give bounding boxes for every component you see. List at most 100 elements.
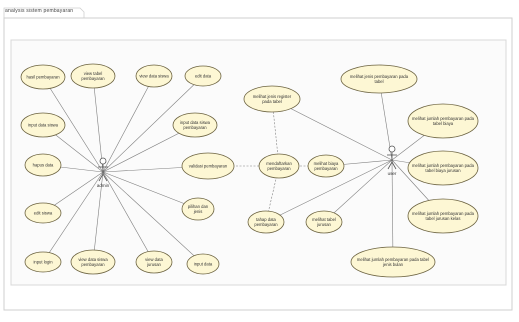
use-case-ellipse bbox=[407, 103, 479, 139]
use-case-label-line: hapus data bbox=[33, 162, 54, 167]
use-case-u4[interactable]: edit data bbox=[184, 65, 222, 87]
use-case-label-line: tahap data bbox=[256, 217, 276, 222]
use-case-ellipse bbox=[181, 152, 235, 180]
actor-admin[interactable]: admin bbox=[97, 157, 110, 188]
use-case-label-line: melihat jumlah pembayaran pada bbox=[412, 163, 475, 168]
use-case-u5[interactable]: input data siswa bbox=[20, 112, 66, 138]
use-case-ellipse bbox=[70, 249, 116, 275]
use-case-ellipse bbox=[181, 197, 215, 221]
use-case-ellipse bbox=[305, 210, 343, 234]
use-case-label-line: mendaftarkan bbox=[266, 161, 292, 166]
actor-right-leg bbox=[102, 173, 108, 182]
actor-left-leg bbox=[387, 161, 393, 170]
association-line bbox=[42, 171, 104, 263]
use-case-label-line: pembayaran bbox=[81, 76, 105, 81]
actors: admin user bbox=[97, 145, 397, 188]
use-case-label-line: melihat biaya bbox=[314, 161, 339, 166]
use-case-label-line: melihat jenis pembayaran pada bbox=[350, 74, 409, 79]
use-case-ellipse bbox=[407, 198, 479, 234]
association-line bbox=[92, 75, 104, 173]
use-case-label-line: pembayaran bbox=[314, 166, 338, 171]
actor-head bbox=[99, 157, 107, 165]
use-case-label-line: tabel jurusan kelas bbox=[426, 216, 461, 221]
use-case-ellipse bbox=[135, 64, 173, 88]
use-case-label-line: validasi pembayaran bbox=[189, 163, 228, 168]
use-case-label-line: edit data bbox=[195, 73, 212, 78]
use-case-u12[interactable]: input data bbox=[186, 253, 220, 275]
actor-right-leg bbox=[391, 161, 397, 170]
use-case-label-line: view data siswa bbox=[139, 73, 169, 78]
association-line bbox=[102, 75, 204, 173]
use-case-ellipse bbox=[70, 63, 116, 89]
use-case-ellipse bbox=[258, 153, 300, 179]
use-case-u9[interactable]: input login bbox=[24, 251, 62, 273]
actor-label: admin bbox=[97, 183, 110, 188]
use-case-ellipse bbox=[307, 154, 345, 178]
use-case-label-line: tabel bbox=[374, 79, 383, 84]
association-line bbox=[102, 171, 199, 210]
association-line bbox=[265, 159, 393, 223]
use-case-u7[interactable]: hapus data bbox=[24, 153, 62, 177]
association-line bbox=[92, 171, 104, 263]
use-case-u8[interactable]: edit siswa bbox=[24, 202, 62, 224]
use-case-ellipse bbox=[350, 246, 436, 278]
frame-title: analysis sistem pembayaran bbox=[5, 8, 74, 14]
actor-head bbox=[388, 145, 396, 153]
use-case-label-line: jurusan bbox=[316, 222, 331, 227]
use-case-ellipse bbox=[186, 253, 220, 275]
use-case-label-line: pada tabel bbox=[262, 99, 282, 104]
use-case-label-line: tabel biaya bbox=[433, 121, 454, 126]
include-line bbox=[265, 165, 280, 223]
use-case-label-line: input login bbox=[33, 259, 53, 264]
use-case-u13[interactable]: validasi pembayaran bbox=[181, 152, 235, 180]
use-case-label-line: view data siswa bbox=[78, 257, 108, 262]
actor-user[interactable]: user bbox=[387, 145, 397, 176]
use-case-label-line: pembayaran bbox=[81, 262, 105, 267]
use-case-ellipse bbox=[135, 250, 173, 274]
use-case-ellipse bbox=[340, 64, 418, 94]
use-case-label-line: jenis bulan bbox=[382, 262, 404, 267]
use-case-ellipse bbox=[407, 150, 479, 186]
use-case-label-line: pembayaran bbox=[254, 222, 278, 227]
use-case-label-line: view tabel bbox=[84, 71, 103, 76]
use-case-label-line: jenis bbox=[193, 209, 203, 214]
use-case-label-line: melihat jumlah pembayaran pada bbox=[412, 211, 475, 216]
use-case-ellipse bbox=[184, 65, 222, 87]
use-case-ellipse bbox=[24, 251, 62, 273]
use-case-label-line: edit siswa bbox=[34, 210, 53, 215]
use-case-ellipse bbox=[20, 64, 66, 90]
use-case-label-line: tabel biaya jurusan bbox=[425, 168, 461, 173]
use-case-u1[interactable]: hasil pembayaran bbox=[20, 64, 66, 90]
use-case-label-line: jurusan bbox=[146, 262, 161, 267]
use-case-label-line: pembayaran bbox=[267, 166, 291, 171]
use-case-label-line: melihat tabel bbox=[312, 217, 336, 222]
use-case-u24[interactable]: melihat jumlah pembayaran pada tabeljeni… bbox=[350, 246, 436, 278]
association-line bbox=[271, 98, 393, 161]
use-case-label-line: melihat jumlah pembayaran pada bbox=[412, 116, 475, 121]
use-case-ellipse bbox=[247, 210, 285, 234]
association-line bbox=[102, 75, 155, 173]
association-line bbox=[323, 159, 393, 223]
use-case-ellipse bbox=[243, 85, 301, 113]
use-case-u3[interactable]: view data siswa bbox=[135, 64, 173, 88]
association-line bbox=[391, 159, 394, 263]
association-line bbox=[42, 76, 104, 173]
association-line bbox=[102, 171, 155, 263]
